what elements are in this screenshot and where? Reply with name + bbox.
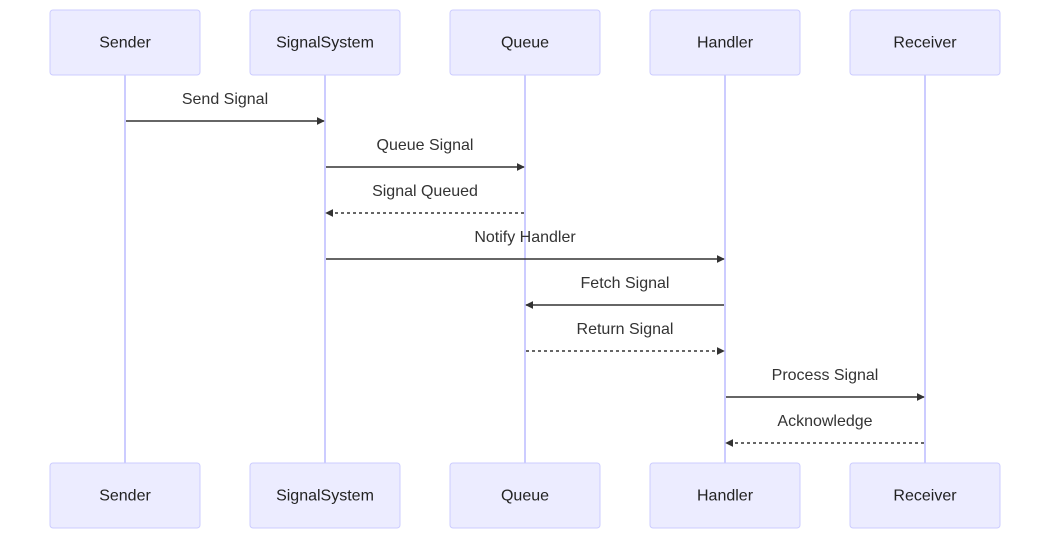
participant-sender-top[interactable]: Sender [49, 9, 201, 76]
participant-box [849, 462, 1001, 529]
participant-label: Queue [501, 35, 549, 52]
participant-box [249, 9, 401, 76]
participant-box [49, 462, 201, 529]
participant-handler-bottom[interactable]: Handler [649, 462, 801, 529]
message-8: Acknowledge [725, 413, 924, 447]
participant-queue-top[interactable]: Queue [449, 9, 601, 76]
participant-box [449, 462, 601, 529]
message-7: Process Signal [726, 367, 925, 401]
message-5: Fetch Signal [525, 275, 724, 309]
participant-handler-top[interactable]: Handler [649, 9, 801, 76]
participant-label: Receiver [893, 35, 957, 52]
participant-queue-bottom[interactable]: Queue [449, 462, 601, 529]
message-label: Process Signal [772, 367, 879, 384]
message-3: Signal Queued [325, 183, 524, 217]
participant-box [649, 462, 801, 529]
participant-box [449, 9, 601, 76]
message-label: Send Signal [182, 91, 268, 108]
participant-sender-bottom[interactable]: Sender [49, 462, 201, 529]
participant-label: Sender [99, 488, 151, 505]
message-4: Notify Handler [326, 229, 725, 263]
participant-label: Handler [697, 35, 754, 52]
message-6: Return Signal [526, 321, 725, 355]
message-label: Notify Handler [474, 229, 576, 246]
message-label: Return Signal [577, 321, 674, 338]
participant-box [649, 9, 801, 76]
participant-label: Handler [697, 488, 754, 505]
participant-receiver-top[interactable]: Receiver [849, 9, 1001, 76]
participant-receiver-bottom[interactable]: Receiver [849, 462, 1001, 529]
participant-signalsystem-bottom[interactable]: SignalSystem [249, 462, 401, 529]
message-1: Send Signal [126, 91, 325, 125]
participant-box [49, 9, 201, 76]
participant-label: Queue [501, 488, 549, 505]
participant-label: SignalSystem [276, 35, 374, 52]
participant-label: Receiver [893, 488, 957, 505]
message-label: Fetch Signal [581, 275, 670, 292]
participant-box [249, 462, 401, 529]
participant-signalsystem-top[interactable]: SignalSystem [249, 9, 401, 76]
message-label: Queue Signal [377, 137, 474, 154]
participant-box [849, 9, 1001, 76]
message-2: Queue Signal [326, 137, 525, 171]
participant-label: SignalSystem [276, 488, 374, 505]
participant-label: Sender [99, 35, 151, 52]
message-label: Signal Queued [372, 183, 478, 200]
message-label: Acknowledge [777, 413, 872, 430]
